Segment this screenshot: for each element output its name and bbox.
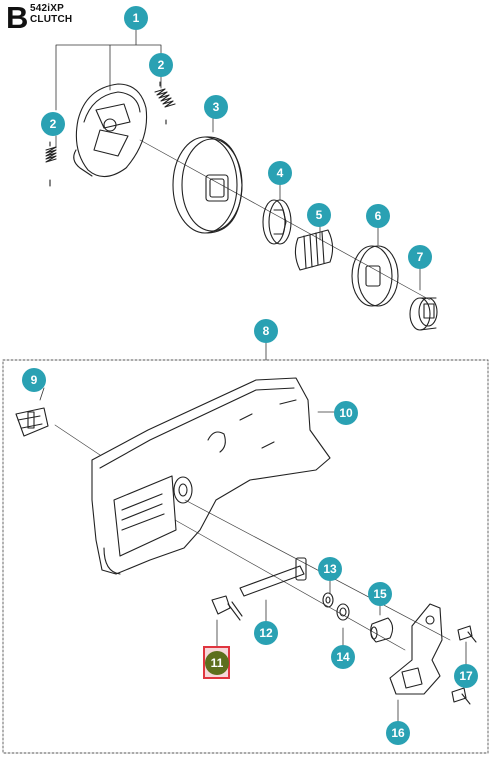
callout-12[interactable]: 12	[254, 621, 278, 645]
callout-8[interactable]: 8	[254, 319, 278, 343]
callout-6[interactable]: 6	[366, 204, 390, 228]
chain-catcher-part	[15, 407, 49, 437]
callout-17[interactable]: 17	[454, 664, 478, 688]
callout-1[interactable]: 1	[124, 6, 148, 30]
leader-lines	[39, 29, 467, 723]
clutch-hub-part	[73, 83, 148, 178]
callout-7[interactable]: 7	[408, 245, 432, 269]
washer-part-13	[322, 592, 334, 608]
callout-5[interactable]: 5	[307, 203, 331, 227]
callout-11[interactable]: 11	[205, 651, 229, 675]
sleeve-nut-part	[370, 617, 394, 643]
rim-sprocket-part	[262, 199, 292, 245]
callout-10[interactable]: 10	[334, 401, 358, 425]
callout-2[interactable]: 2	[41, 112, 65, 136]
callout-15[interactable]: 15	[368, 582, 392, 606]
washer-part-14	[336, 603, 350, 621]
clutch-cover-kit-frame	[2, 359, 489, 754]
tensioner-rod-part	[239, 557, 307, 597]
needle-bearing-part	[294, 229, 334, 271]
clutch-nut-part	[409, 297, 438, 331]
callout-14[interactable]: 14	[331, 645, 355, 669]
bracket-part	[389, 603, 443, 695]
callout-16[interactable]: 16	[386, 721, 410, 745]
model-name: 542iXP	[30, 3, 65, 14]
diagram-title: CLUTCH	[30, 14, 73, 25]
callout-4[interactable]: 4	[268, 161, 292, 185]
callout-13[interactable]: 13	[318, 557, 342, 581]
section-letter: B	[6, 0, 29, 35]
callout-3[interactable]: 3	[204, 95, 228, 119]
callout-2[interactable]: 2	[149, 53, 173, 77]
clutch-spring-part	[45, 81, 176, 187]
clutch-cover-part	[91, 377, 331, 575]
clutch-washer-part	[351, 245, 399, 307]
chain-adjuster-screw-part	[211, 595, 243, 621]
screw-part	[451, 625, 477, 705]
clutch-drum-part	[172, 136, 243, 234]
callout-9[interactable]: 9	[22, 368, 46, 392]
